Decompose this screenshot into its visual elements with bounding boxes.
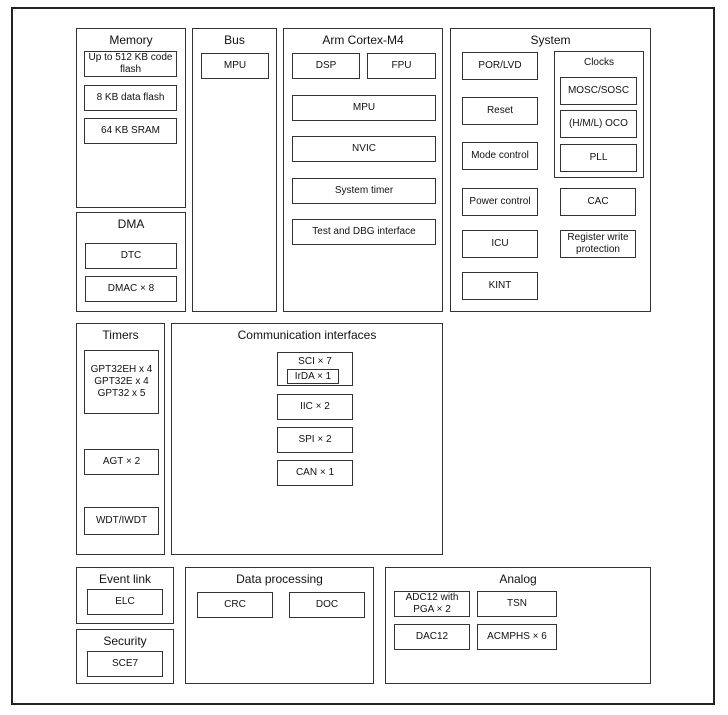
doc-block: DOC: [289, 592, 365, 618]
dma-group: DMA DTC DMAC × 8: [76, 212, 186, 312]
sci-label: SCI × 7: [298, 356, 332, 367]
crc-block: CRC: [197, 592, 273, 618]
icu-block: ICU: [462, 230, 538, 258]
agt-block: AGT × 2: [84, 449, 159, 475]
power-control-block: Power control: [462, 188, 538, 216]
iic-block: IIC × 2: [277, 394, 353, 420]
irda-block: IrDA × 1: [287, 369, 339, 384]
event-link-title: Event link: [98, 572, 152, 586]
mosc-sosc-block: MOSC/SOSC: [560, 77, 637, 105]
mode-control-block: Mode control: [462, 142, 538, 170]
cac-block: CAC: [560, 188, 636, 216]
bus-mpu-block: MPU: [201, 53, 269, 79]
debug-interface-block: Test and DBG interface: [292, 219, 436, 245]
kint-block: KINT: [462, 272, 538, 300]
reset-block: Reset: [462, 97, 538, 125]
nvic-block: NVIC: [292, 136, 436, 162]
bus-group: Bus MPU: [192, 28, 277, 312]
spi-block: SPI × 2: [277, 427, 353, 453]
wdt-iwdt-block: WDT/IWDT: [84, 507, 159, 535]
event-link-group: Event link ELC: [76, 567, 174, 624]
clocks-group: Clocks MOSC/SOSC (H/M/L) OCO PLL: [554, 51, 644, 178]
pll-block: PLL: [560, 144, 637, 172]
oco-block: (H/M/L) OCO: [560, 110, 637, 138]
dtc-block: DTC: [85, 243, 177, 269]
data-processing-group: Data processing CRC DOC: [185, 567, 374, 684]
bus-title: Bus: [224, 33, 245, 47]
code-flash-block: Up to 512 KB code flash: [84, 51, 177, 77]
timers-title: Timers: [102, 328, 139, 342]
cortex-title: Arm Cortex-M4: [322, 33, 404, 47]
gpt-block: GPT32EH x 4 GPT32E x 4 GPT32 x 5: [84, 350, 159, 414]
system-group: System POR/LVD Reset Mode control Power …: [450, 28, 651, 312]
fpu-block: FPU: [367, 53, 436, 79]
system-timer-block: System timer: [292, 178, 436, 204]
tsn-block: TSN: [477, 591, 557, 617]
timers-group: Timers GPT32EH x 4 GPT32E x 4 GPT32 x 5 …: [76, 323, 165, 555]
communication-group: Communication interfaces SCI × 7 IrDA × …: [171, 323, 443, 555]
system-title: System: [530, 33, 571, 47]
adc12-block: ADC12 with PGA × 2: [394, 591, 470, 617]
cortex-mpu-block: MPU: [292, 95, 436, 121]
diagram-frame: [11, 7, 715, 705]
security-title: Security: [103, 634, 147, 648]
dsp-block: DSP: [292, 53, 360, 79]
data-flash-block: 8 KB data flash: [84, 85, 177, 111]
analog-title: Analog: [499, 572, 537, 586]
memory-group: Memory Up to 512 KB code flash 8 KB data…: [76, 28, 186, 208]
sce7-block: SCE7: [87, 651, 163, 677]
analog-group: Analog ADC12 with PGA × 2 TSN DAC12 ACMP…: [385, 567, 651, 684]
data-processing-title: Data processing: [236, 572, 323, 586]
por-lvd-block: POR/LVD: [462, 52, 538, 80]
acmphs-block: ACMPHS × 6: [477, 624, 557, 650]
communication-title: Communication interfaces: [237, 328, 377, 342]
security-group: Security SCE7: [76, 629, 174, 684]
clocks-title: Clocks: [583, 57, 614, 68]
memory-title: Memory: [109, 33, 153, 47]
dma-title: DMA: [117, 217, 145, 231]
elc-block: ELC: [87, 589, 163, 615]
dac12-block: DAC12: [394, 624, 470, 650]
register-write-protection-block: Register write protection: [560, 230, 636, 258]
sram-block: 64 KB SRAM: [84, 118, 177, 144]
can-block: CAN × 1: [277, 460, 353, 486]
dmac-block: DMAC × 8: [85, 276, 177, 302]
cortex-group: Arm Cortex-M4 DSP FPU MPU NVIC System ti…: [283, 28, 443, 312]
